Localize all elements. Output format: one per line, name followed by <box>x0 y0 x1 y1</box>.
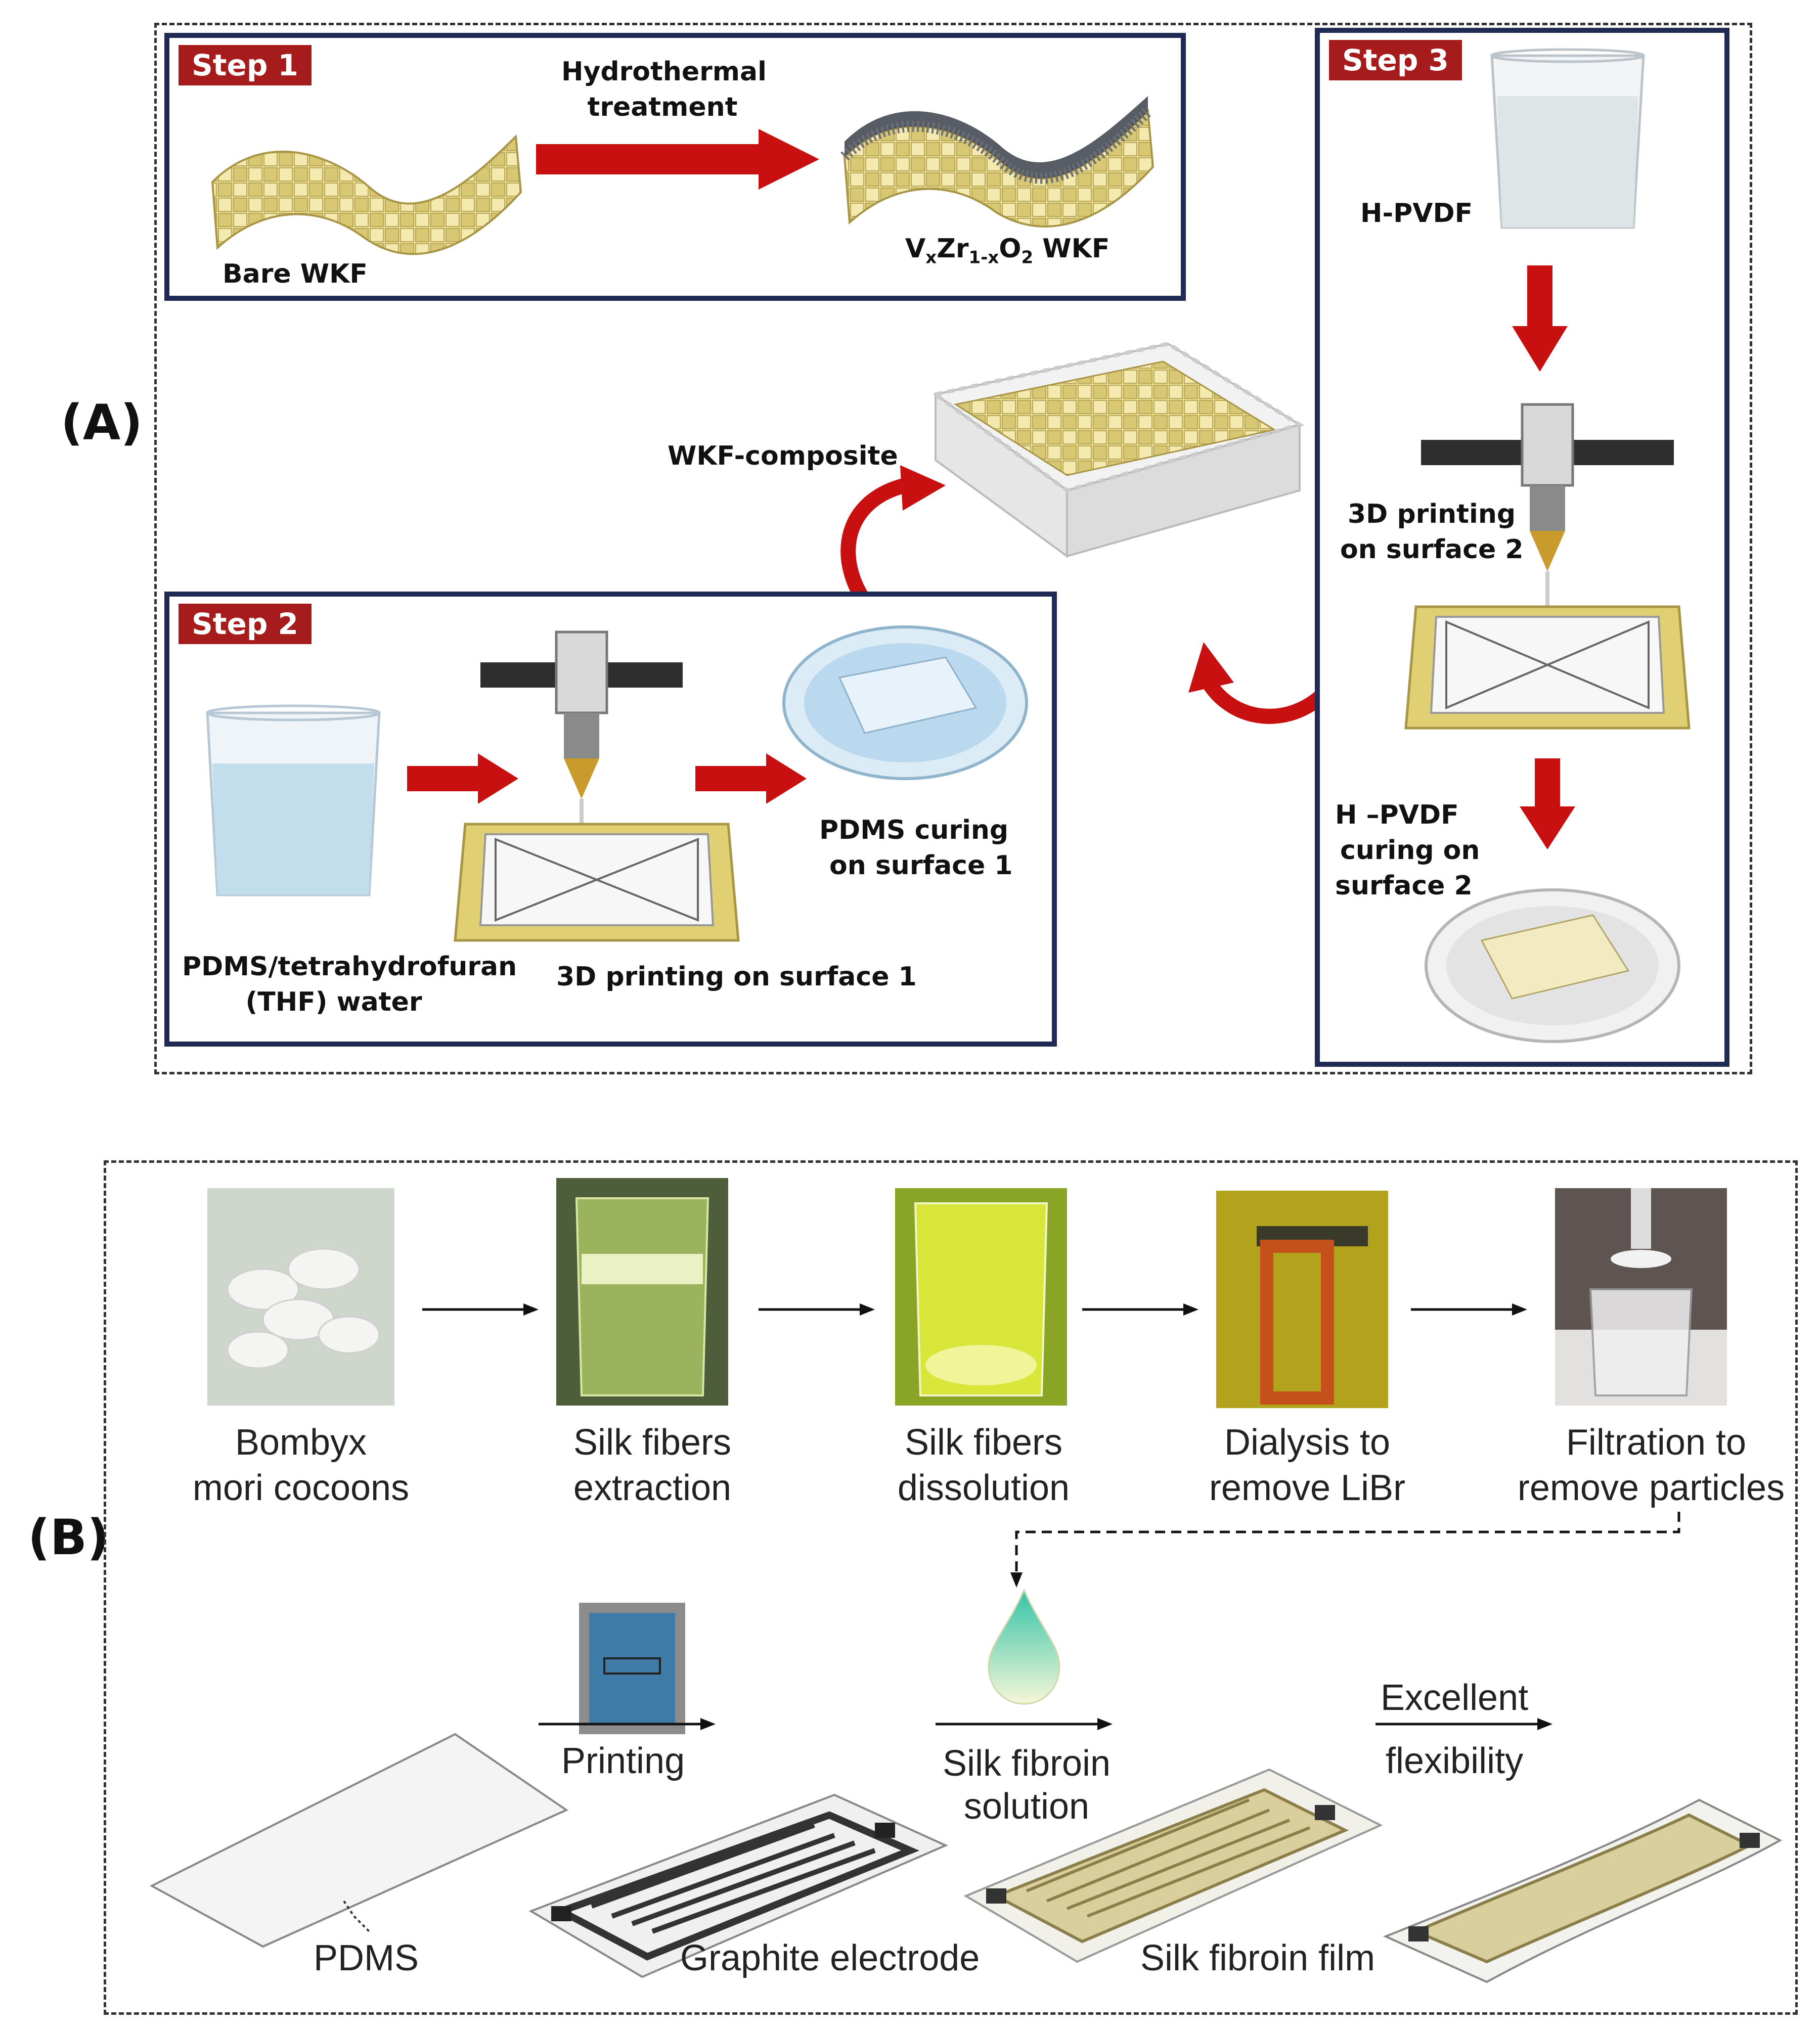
cocoons-image <box>207 1188 394 1406</box>
dissolution-beaker-image <box>895 1188 1067 1406</box>
dashed-connector-arrow <box>1010 1512 1680 1588</box>
pdms-substrate-image <box>149 1733 569 1948</box>
filtration-image <box>1555 1188 1727 1406</box>
graphite-electrode-image <box>528 1793 948 1978</box>
step-cocoons-line1: Bombyx <box>235 1422 367 1463</box>
printing-arrow <box>539 1718 716 1730</box>
step-extraction-line2: extraction <box>573 1468 732 1508</box>
vzro2-sub-x: x <box>925 247 937 268</box>
flexibility-arrow <box>1375 1718 1552 1730</box>
step3-arrow-1 <box>1512 265 1568 372</box>
step3-tag: Step 3 <box>1329 40 1462 80</box>
vzro2-end: WKF <box>1033 234 1110 264</box>
curved-arrow-step2-to-composite <box>840 465 946 606</box>
panel-b-label: (B) <box>28 1509 109 1566</box>
wkf-composite-label: WKF-composite <box>668 441 898 471</box>
excellent-label: Excellent <box>1381 1678 1529 1718</box>
step-filtration-line2: remove particles <box>1517 1468 1785 1508</box>
silk-solution-label-line1: Silk fibroin <box>942 1743 1111 1784</box>
step-cocoons-line2: mori cocoons <box>192 1468 410 1508</box>
printer-head-step3-image <box>1421 403 1674 607</box>
vzro2-o: O <box>999 234 1022 264</box>
hydrothermal-label-line2: treatment <box>587 92 738 122</box>
pdms-petri-dish-image <box>782 625 1028 780</box>
panel-a-frame <box>154 23 1752 1074</box>
printing-label: Printing <box>561 1741 685 1781</box>
h-pvdf-beaker-image <box>1490 48 1645 229</box>
graphite-electrode-label: Graphite electrode <box>680 1938 980 1978</box>
h-pvdf-curing-label-line2: curing on <box>1340 835 1480 866</box>
vzro2-wkf-label: VxZr1-xO2 WKF <box>905 233 1109 268</box>
step-dissolution-line2: dissolution <box>897 1468 1070 1508</box>
step3-arrow-2 <box>1520 758 1575 849</box>
curved-arrow-step3-to-composite <box>1188 642 1330 724</box>
3d-printing-surface2-label-line1: 3D printing <box>1348 499 1516 529</box>
top-arrow-4 <box>1411 1303 1527 1316</box>
flexible-sensor-image <box>1383 1798 1783 1983</box>
silk-fibroin-film-label: Silk fibroin film <box>1140 1938 1375 1978</box>
3d-printing-surface2-label-line2: on surface 2 <box>1340 534 1524 565</box>
extraction-beaker-image <box>556 1178 728 1406</box>
silk-solution-label-line2: solution <box>963 1786 1090 1827</box>
bare-wkf-fabric-image <box>211 134 522 255</box>
vzro2-sub: 1-x <box>968 247 999 268</box>
step2-tag: Step 2 <box>179 604 312 644</box>
pdms-curing-label-line2: on surface 1 <box>829 850 1013 881</box>
wkf-composite-image <box>930 341 1305 558</box>
dialysis-image <box>1216 1191 1388 1408</box>
step-dissolution-line1: Silk fibers <box>904 1422 1063 1463</box>
vzro2-v: V <box>905 234 926 264</box>
silk-fibroin-film-image <box>963 1768 1383 1963</box>
step-dialysis-line2: remove LiBr <box>1209 1468 1406 1508</box>
printing-substrate-step2-image <box>454 823 740 942</box>
step1-tag: Step 1 <box>179 45 312 85</box>
hydrothermal-arrow <box>536 129 819 190</box>
step-filtration-line1: Filtration to <box>1566 1422 1747 1463</box>
h-pvdf-petri-dish-image <box>1425 888 1680 1043</box>
silk-solution-arrow <box>936 1718 1113 1730</box>
printing-substrate-step3-image <box>1404 605 1691 730</box>
flexibility-label: flexibility <box>1386 1741 1524 1781</box>
top-arrow-3 <box>1082 1303 1198 1316</box>
step2-arrow-2 <box>695 753 807 804</box>
panel-a-label: (A) <box>61 394 143 451</box>
hydrothermal-label-line1: Hydrothermal <box>561 57 767 87</box>
pdms-thf-beaker-image <box>206 704 381 896</box>
3d-printing-surface1-label: 3D printing on surface 1 <box>556 962 917 992</box>
top-arrow-1 <box>422 1303 539 1316</box>
step2-arrow-1 <box>407 753 518 804</box>
h-pvdf-curing-label-line1: H –PVDF <box>1335 800 1459 830</box>
vzro2-wkf-fabric-image <box>840 96 1155 228</box>
step-extraction-line1: Silk fibers <box>573 1422 732 1463</box>
vzro2-sub2: 2 <box>1021 247 1034 268</box>
pdms-thf-label-line2: (THF) water <box>245 987 422 1017</box>
pdms-curing-label-line1: PDMS curing <box>819 815 1009 845</box>
pdms-label: PDMS <box>314 1938 419 1978</box>
h-pvdf-label: H-PVDF <box>1360 198 1473 229</box>
h-pvdf-curing-label-line3: surface 2 <box>1335 871 1473 901</box>
printer-head-step2-image <box>480 630 683 870</box>
top-arrow-2 <box>759 1303 875 1316</box>
vzro2-zr: Zr <box>937 234 969 264</box>
step-dialysis-line1: Dialysis to <box>1224 1422 1391 1463</box>
panel-b-frame <box>104 1160 1798 2015</box>
pdms-thf-label-line1: PDMS/tetrahydrofuran <box>182 952 517 982</box>
printing-mask-icon <box>579 1603 685 1734</box>
silk-droplet-icon <box>988 1588 1060 1705</box>
bare-wkf-label: Bare WKF <box>223 259 368 289</box>
